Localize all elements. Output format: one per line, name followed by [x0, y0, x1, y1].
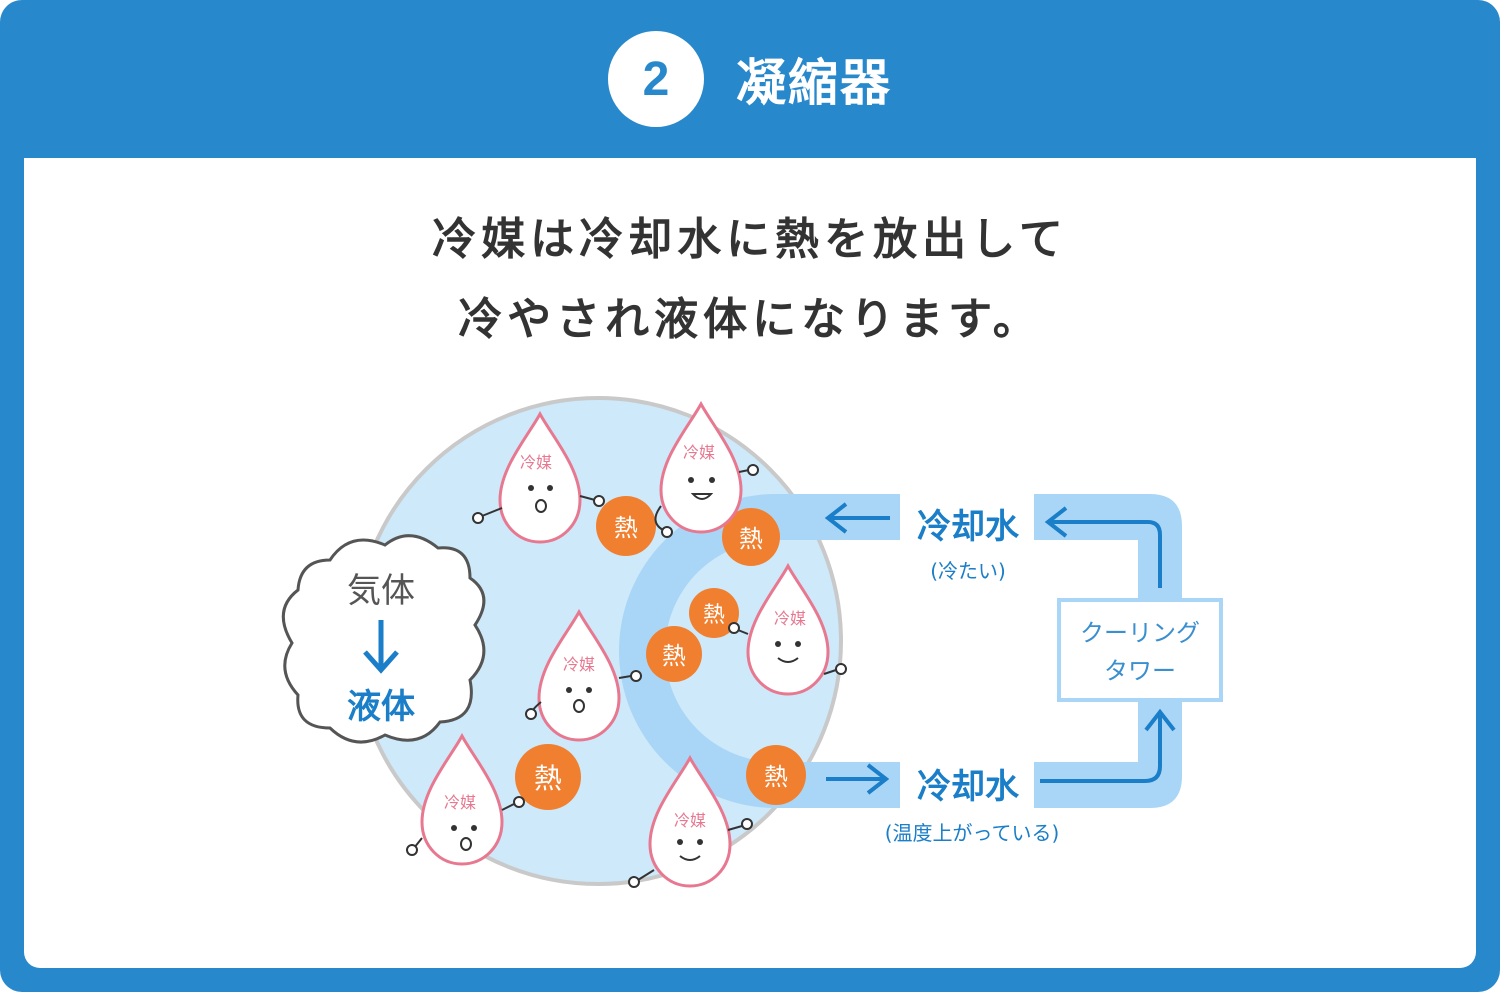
cooling-water-bottom-label: 冷却水 — [917, 767, 1020, 807]
state-change-cloud — [281, 534, 486, 744]
cooling-tower-label-2: タワー — [1104, 657, 1176, 685]
card-header: 2 凝縮器 — [0, 0, 1500, 158]
svg-text:冷媒: 冷媒 — [674, 811, 706, 830]
description-text: 冷媒は冷却水に熱を放出して 冷やされ液体になります。 — [0, 200, 1500, 360]
svg-text:冷媒: 冷媒 — [683, 443, 715, 462]
svg-text:熱: 熱 — [662, 642, 686, 670]
svg-text:熱: 熱 — [534, 762, 562, 795]
page-title: 凝縮器 — [736, 54, 892, 112]
label-gap-bottom — [900, 762, 1034, 808]
cloud-liquid-label: 液体 — [347, 687, 415, 727]
refrigerant-drop-character: 冷媒 — [406, 734, 525, 866]
heat-ball: 熱 — [722, 508, 780, 566]
svg-text:熱: 熱 — [764, 763, 788, 791]
svg-text:熱: 熱 — [739, 525, 763, 553]
arrow-up-bottom — [1040, 708, 1176, 783]
cooling-water-top-note: (冷たい) — [930, 559, 1006, 583]
step-number-badge: 2 — [608, 31, 704, 127]
cloud-gas-label: 気体 — [347, 571, 415, 611]
refrigerant-drop-character: 冷媒 — [654, 402, 759, 538]
label-gap-top — [900, 494, 1034, 560]
heat-ball: 熱 — [746, 745, 806, 805]
arrow-down-icon — [363, 620, 399, 674]
cooling-water-bottom-note: (温度上がっている) — [885, 821, 1060, 845]
cooling-pipe — [619, 493, 1182, 808]
svg-text:冷媒: 冷媒 — [563, 655, 595, 674]
heat-ball: 熱 — [515, 744, 581, 810]
cooling-tower-label-1: クーリング — [1080, 619, 1200, 647]
description-line-1: 冷媒は冷却水に熱を放出して — [432, 214, 1068, 265]
svg-text:冷媒: 冷媒 — [774, 609, 806, 628]
refrigerant-drop-character: 冷媒 — [628, 756, 753, 888]
cooling-tower-box — [1057, 598, 1223, 702]
svg-text:熱: 熱 — [703, 603, 725, 628]
refrigerant-drop-character: 冷媒 — [525, 610, 642, 742]
arrow-left-top — [824, 502, 890, 534]
svg-text:冷媒: 冷媒 — [444, 793, 476, 812]
arrow-right-bottom — [826, 763, 890, 795]
description-line-2: 冷やされ液体になります。 — [458, 294, 1042, 345]
heat-ball: 熱 — [689, 588, 739, 638]
heat-ball: 熱 — [646, 626, 702, 682]
svg-text:冷媒: 冷媒 — [520, 453, 552, 472]
svg-text:熱: 熱 — [614, 514, 638, 542]
heat-ball: 熱 — [596, 496, 656, 556]
arrow-left-top-2 — [1044, 506, 1162, 588]
refrigerant-drop-character: 冷媒 — [472, 412, 605, 544]
refrigerant-drop-character: 冷媒 — [728, 564, 847, 696]
cooling-water-top-label: 冷却水 — [917, 507, 1020, 547]
